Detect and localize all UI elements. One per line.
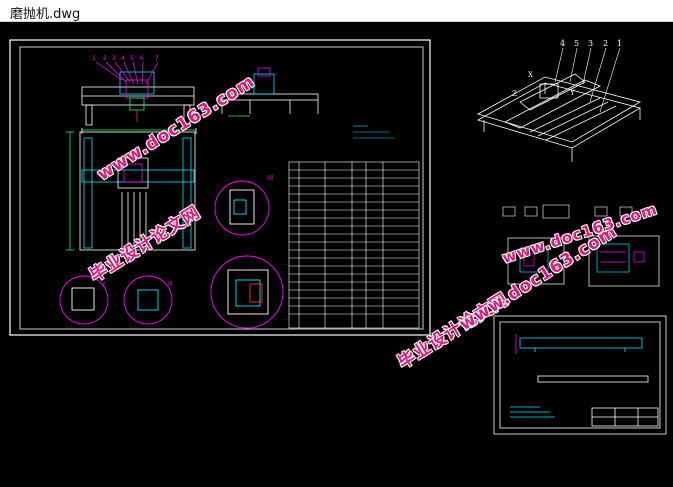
isometric-view	[476, 73, 642, 162]
iso-axis-x: X	[528, 71, 533, 79]
main-assembly-sheet: 1 2 3 4 5 6 7	[9, 39, 431, 336]
iso-balloons	[554, 47, 621, 113]
iso-axis-y: Y	[569, 89, 575, 97]
balloon-7: 7	[155, 55, 159, 62]
part-thumbnails	[502, 204, 633, 219]
window-title: 磨抛机.dwg	[10, 7, 81, 22]
balloon-6: 6	[140, 55, 144, 62]
iso-axes: X Z Y	[512, 71, 575, 98]
balloon-leaders	[95, 61, 159, 85]
drawing-surface: 1 2 3 4 5 6 7	[9, 39, 667, 435]
section-labels: III I II	[103, 174, 273, 288]
iso-number-3: 3	[588, 39, 593, 48]
cad-canvas[interactable]: 1 2 3 4 5 6 7	[0, 22, 673, 487]
section-label-I: I	[103, 280, 105, 288]
bom-table	[288, 161, 420, 329]
section-label-II: II	[168, 280, 172, 288]
iso-number-1: 1	[617, 39, 622, 48]
balloon-4: 4	[121, 55, 125, 62]
balloon-5: 5	[130, 55, 134, 62]
balloon-numbers: 1 2 3 4 5 6 7	[92, 55, 159, 62]
iso-number-4: 4	[560, 39, 565, 48]
iso-number-5: 5	[574, 39, 579, 48]
iso-axis-z: Z	[512, 90, 517, 98]
detail-views	[59, 180, 284, 329]
title-bar: 磨抛机.dwg	[0, 0, 673, 22]
side-view	[221, 67, 319, 117]
balloon-3: 3	[112, 55, 116, 62]
front-view	[81, 71, 197, 134]
balloon-2: 2	[103, 55, 107, 62]
part-sheet	[493, 315, 667, 435]
iso-number-2: 2	[603, 39, 608, 48]
section-label-III: III	[267, 174, 273, 182]
tech-notes	[353, 125, 395, 139]
part-drawing-b	[588, 235, 660, 287]
part-drawing-a	[507, 237, 565, 285]
balloon-1: 1	[92, 55, 96, 62]
iso-numbers: 4 5 3 2 1	[560, 39, 622, 48]
plan-view	[66, 131, 196, 251]
